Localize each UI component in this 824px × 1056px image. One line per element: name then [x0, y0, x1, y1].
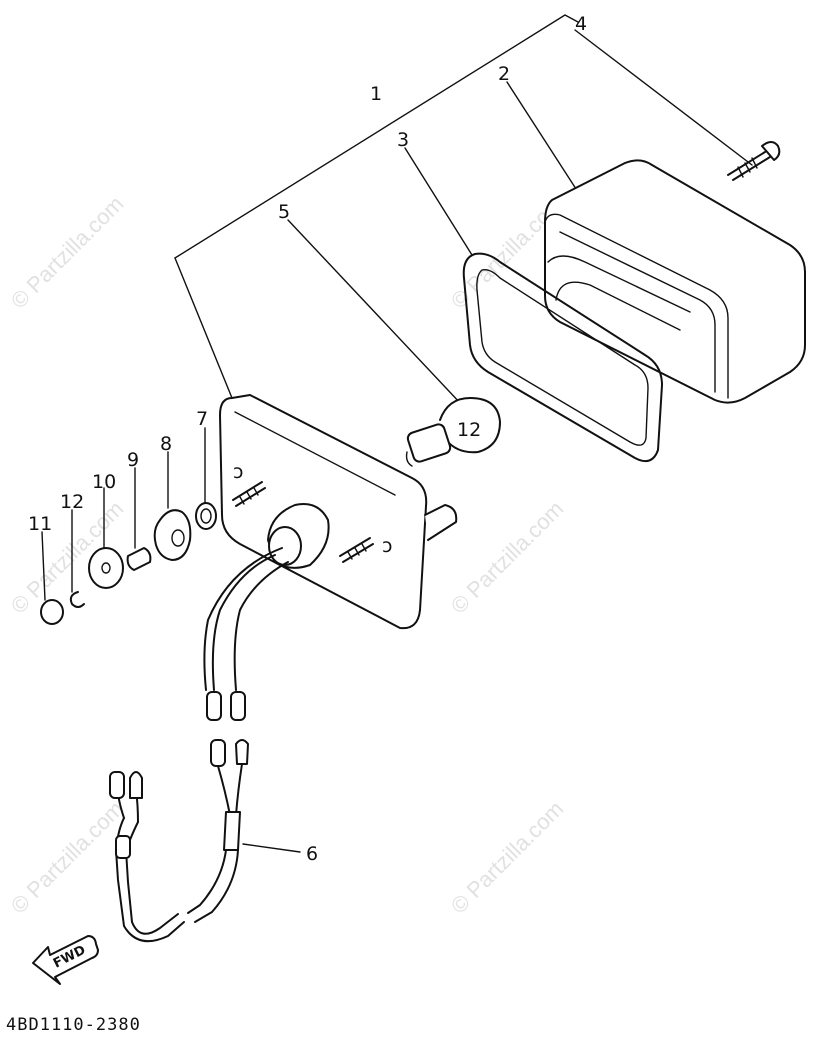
assembly-bracket — [174, 14, 579, 399]
lens-base: ɔ ɔ — [219, 394, 458, 630]
collar — [126, 547, 152, 571]
callout-12: 12 — [60, 491, 84, 513]
callout-4: 4 — [575, 13, 587, 35]
callout-11: 11 — [28, 513, 52, 535]
cap — [40, 599, 64, 625]
callout-10: 10 — [92, 471, 116, 493]
leader-lines — [41, 29, 753, 853]
washer — [195, 502, 217, 530]
svg-text:ɔ: ɔ — [233, 461, 243, 483]
callout-5: 5 — [278, 201, 290, 223]
socket-wires — [203, 547, 289, 721]
callout-2: 2 — [498, 63, 510, 85]
callout-8: 8 — [160, 433, 172, 455]
lamp-housing — [544, 159, 806, 404]
callout-3: 3 — [397, 129, 409, 151]
screw — [727, 141, 781, 181]
plate-washer — [88, 547, 124, 589]
part-code: 4BD1110-2380 — [6, 1015, 141, 1035]
svg-text:12: 12 — [457, 419, 481, 441]
watermark: © Partzilla.com — [6, 191, 129, 314]
watermark: © Partzilla.com — [446, 496, 569, 619]
fwd-arrow-icon: FWD — [32, 935, 99, 985]
callout-7: 7 — [196, 408, 208, 430]
lens-gasket — [462, 252, 663, 463]
callout-6: 6 — [306, 843, 318, 865]
svg-text:ɔ: ɔ — [382, 535, 392, 557]
callout-1: 1 — [370, 83, 382, 105]
watermark: © Partzilla.com — [6, 796, 129, 919]
wire-harness — [109, 739, 249, 943]
bulb: 12 — [405, 397, 501, 467]
watermark: © Partzilla.com — [446, 796, 569, 919]
clip — [69, 591, 85, 608]
small-parts — [40, 502, 217, 625]
callout-labels: 1 2 3 4 5 6 7 8 9 10 11 12 — [28, 13, 587, 865]
callout-9: 9 — [127, 449, 139, 471]
